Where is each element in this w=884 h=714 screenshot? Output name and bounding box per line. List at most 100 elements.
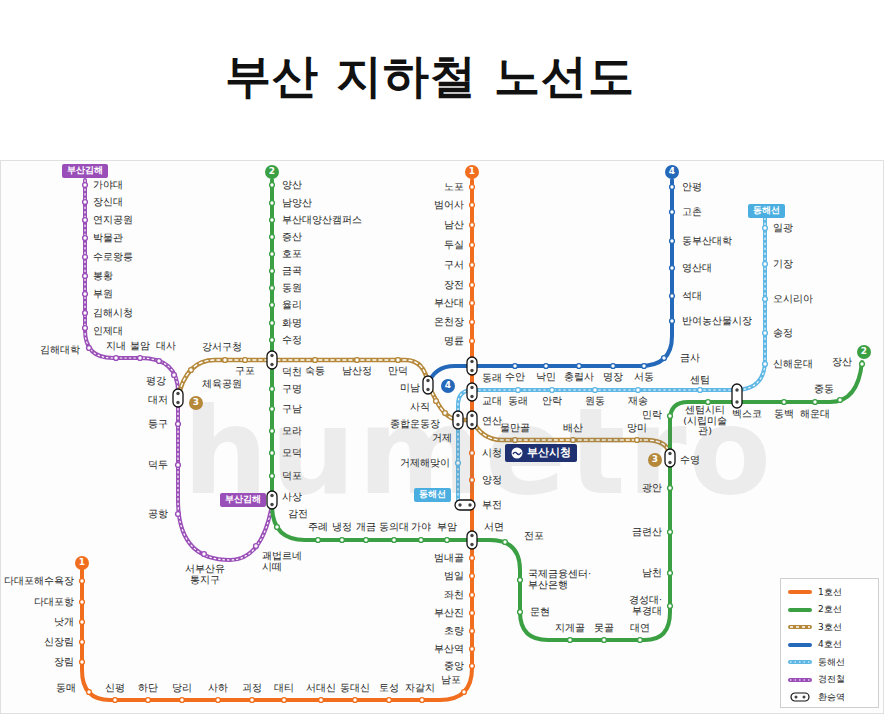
station-name: 종합운동장	[390, 419, 440, 430]
station-dot	[419, 538, 424, 543]
station-name: 다대포항	[34, 597, 74, 608]
station-dot	[838, 398, 843, 403]
legend-line	[790, 678, 810, 682]
station-dot	[662, 356, 667, 361]
legend-swatch	[788, 675, 812, 685]
station-name: 국제금융센터·부산은행	[528, 569, 594, 591]
station-name: 봉황	[93, 271, 113, 282]
station-name: 양정	[482, 475, 502, 486]
station-name: 지게골	[555, 623, 585, 634]
station-dot	[270, 235, 275, 240]
station-dot	[387, 698, 392, 703]
station-name: 안락	[542, 396, 562, 407]
transfer-dot	[176, 401, 179, 404]
watermark: humetro	[183, 383, 773, 521]
legend-text: 동해선	[818, 657, 845, 667]
station-dot	[270, 303, 275, 308]
station-dot	[470, 664, 475, 669]
station-name: 서동	[634, 372, 654, 383]
station-name: 장신대	[93, 197, 123, 208]
station-name: 동부산대학	[682, 236, 732, 247]
station-name: 구포	[235, 366, 255, 377]
station-dot	[270, 269, 275, 274]
station-name: 벡스코	[732, 409, 762, 420]
station-name: 동래	[482, 373, 502, 384]
station-dot	[470, 629, 475, 634]
station-name: 남산	[444, 220, 464, 231]
station-name: 낫개	[54, 617, 74, 628]
station-dot	[392, 538, 397, 543]
light-rail-line	[85, 180, 272, 560]
station-dot	[216, 698, 221, 703]
station-dot	[568, 638, 573, 643]
station-dot	[113, 698, 118, 703]
station-name: 수정	[282, 335, 302, 346]
station-name: 대티	[274, 683, 294, 694]
transfer-dot	[270, 354, 273, 357]
station-dot	[670, 319, 675, 324]
station-name: 범일	[444, 571, 464, 582]
transfer-dot	[470, 360, 473, 363]
station-name: 부원	[93, 289, 113, 300]
station-dot	[668, 530, 673, 535]
station-name: 장림	[54, 657, 74, 668]
badge-text: 1	[469, 167, 475, 177]
legend-text: 1호선	[818, 587, 842, 597]
station-name: 당리	[172, 683, 192, 694]
station-name: 망미	[627, 423, 647, 434]
legend-text: 4호선	[818, 639, 842, 649]
transfer-marker	[173, 389, 183, 407]
line-badge: 부산김해	[220, 493, 266, 507]
station-name: 명장	[603, 372, 623, 383]
logo-wave	[513, 452, 521, 454]
station-name: 구남	[282, 404, 302, 415]
legend-text: 환승역	[818, 692, 845, 702]
legend-line	[790, 608, 810, 612]
station-name: 중앙	[444, 661, 464, 672]
legend-pattern	[790, 626, 810, 627]
station-name: 구명	[282, 384, 302, 395]
badge-text: 3	[193, 398, 199, 408]
station-dot	[470, 263, 475, 268]
transfer-marker	[467, 531, 477, 549]
station-name: 남양산	[282, 198, 312, 209]
station-name: 금곡	[282, 266, 302, 277]
station-dot	[80, 600, 85, 605]
legend-text: 경전철	[818, 674, 845, 684]
station-name: 주례	[308, 522, 328, 533]
station-dot	[577, 364, 582, 369]
station-dot	[83, 218, 88, 223]
station-dot	[470, 320, 475, 325]
station-dot	[146, 698, 151, 703]
line-badge: 동해선	[748, 204, 785, 218]
station-dot	[611, 364, 616, 369]
station-name: 박물관	[93, 233, 123, 244]
station-dot	[202, 552, 207, 557]
station-name: 사상	[282, 492, 302, 503]
station-name: 동래	[508, 396, 528, 407]
station-name: 미남	[400, 383, 420, 394]
station-name: 대사	[156, 341, 176, 352]
station-dot	[470, 574, 475, 579]
station-dot	[670, 294, 675, 299]
station-name: 가야대	[93, 180, 123, 191]
station-name: 자갈치	[405, 683, 435, 694]
station-name: 서부산유통지구	[185, 564, 225, 586]
station-name: 부산역	[434, 644, 464, 655]
badge-text: 부산김해	[225, 495, 261, 505]
station-name: 서면	[484, 522, 504, 533]
station-name: 양산	[282, 180, 302, 191]
station-name: 부산진	[434, 608, 464, 619]
station-name: 숙등	[305, 366, 325, 377]
station-dot	[396, 358, 401, 363]
station-dot	[83, 326, 88, 331]
logo-disc	[512, 448, 523, 459]
station-dot	[503, 540, 508, 545]
station-name: 두실	[444, 240, 464, 251]
station-name: 광안	[642, 483, 662, 494]
station-name: 신장림	[44, 637, 74, 648]
station-dot	[83, 236, 88, 241]
station-dot	[544, 364, 549, 369]
station-name: 모덕	[282, 448, 302, 459]
station-name: 동원	[282, 283, 302, 294]
